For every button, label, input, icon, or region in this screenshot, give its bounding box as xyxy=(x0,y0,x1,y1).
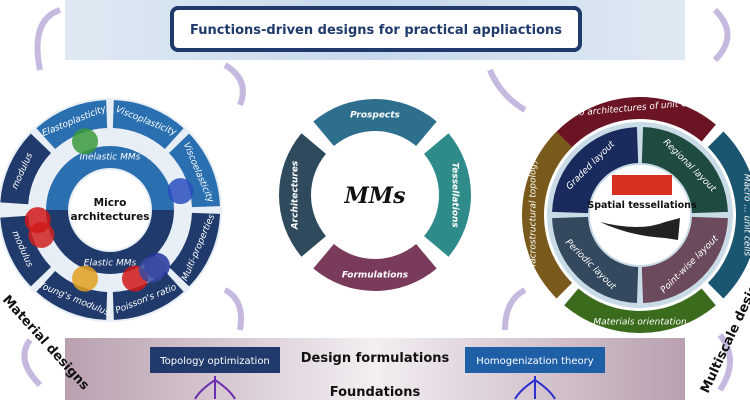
unit-cell-image xyxy=(138,256,165,283)
tessellation-wing-image xyxy=(600,218,680,240)
left-outer-segment-2 xyxy=(168,133,220,208)
topology-optimization-box xyxy=(150,347,280,373)
homogenization-theory-label: Homogenization theory xyxy=(476,356,593,367)
right-inner-segment-2 xyxy=(641,216,728,303)
left-outer-segment-0 xyxy=(36,100,108,150)
left-outer-segment-4 xyxy=(112,270,184,320)
top-box-title: Functions-driven designs for practical a… xyxy=(190,23,562,38)
unit-cell-image xyxy=(72,128,99,155)
right-inner-segment-1 xyxy=(641,127,728,214)
right-outer-segment-3 xyxy=(522,131,573,299)
hub-segment-1-label: Tessellations xyxy=(450,162,460,228)
left-center-line2: architectures xyxy=(71,211,150,223)
left-outer-segment-6 xyxy=(0,215,52,287)
cycle-arrows xyxy=(21,7,733,392)
hub-segment-2 xyxy=(313,244,437,292)
right-inner-segment-0 xyxy=(552,127,639,214)
connector-arrows-left xyxy=(194,376,236,400)
left-center-line1: Micro xyxy=(94,197,127,209)
hub-segment-0-label: Prospects xyxy=(350,111,400,121)
foundations-title: Foundations xyxy=(330,385,421,400)
left-center-circle xyxy=(70,170,150,250)
connector-arrows-right xyxy=(514,376,556,400)
right-outer-segment-2 xyxy=(564,288,716,334)
elastic-mms-segment-label: Elastic MMs xyxy=(84,259,137,269)
hub-segment-0 xyxy=(313,99,437,146)
hub-segment-1 xyxy=(424,133,472,257)
left-outer-segment-7 xyxy=(0,133,52,205)
right-outer-segment-2-label: Materials orientation xyxy=(593,318,687,328)
left-outer-segment-1 xyxy=(112,100,184,150)
homogenization-theory-box xyxy=(465,347,605,373)
inelastic-mms-segment xyxy=(46,146,174,210)
inelastic-mms-segment-label: Inelastic MMs xyxy=(80,153,141,163)
tessellation-beam-image xyxy=(612,175,672,195)
hub-segment-3 xyxy=(279,133,326,257)
top-box xyxy=(170,6,582,52)
hub-segment-2-label: Formulations xyxy=(342,271,409,281)
right-outer-segment-1 xyxy=(707,131,750,299)
elastic-mms-segment xyxy=(46,210,174,274)
right-outer-segment-1-label: Macro ... unit cells xyxy=(742,174,750,257)
mms-title: MMs xyxy=(343,183,405,209)
left-outer-segment-3 xyxy=(168,212,220,287)
unit-cell-image xyxy=(24,207,51,234)
right-center-label: Spatial tessellations xyxy=(587,200,697,211)
unit-cell-image xyxy=(167,178,194,205)
topology-optimization-label: Topology optimization xyxy=(159,356,270,367)
design-formulations-title: Design formulations xyxy=(301,351,450,366)
left-outer-segment-5 xyxy=(36,270,108,320)
unit-cell-image xyxy=(72,265,99,292)
right-inner-segment-3 xyxy=(552,216,639,303)
hub-segment-3-label: Architectures xyxy=(291,160,301,230)
right-outer-segment-3-label: Macrostructural topology xyxy=(529,158,539,272)
right-outer-segment-0 xyxy=(549,97,716,154)
